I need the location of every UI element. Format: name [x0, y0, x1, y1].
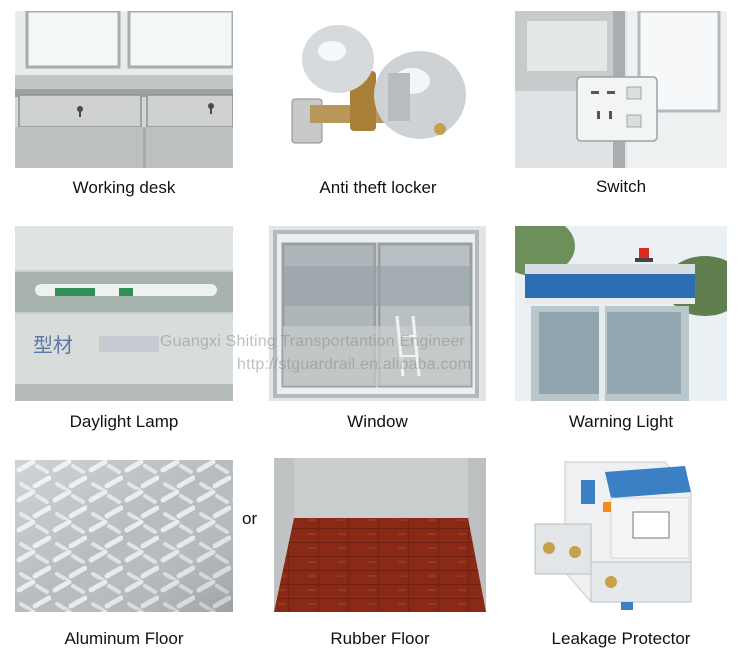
aluminum-tread-plate-photo: [15, 460, 233, 612]
caption-aluminum-floor: Aluminum Floor: [64, 629, 184, 648]
watermark-line1: Guangxi Shiting Transportantion Engineer: [160, 333, 466, 350]
or-separator: or: [242, 509, 258, 528]
watermark-line2: http://stguardrail.en.alibaba.com: [237, 356, 472, 373]
caption-working-desk: Working desk: [72, 178, 176, 197]
svg-text:型材: 型材: [33, 333, 73, 357]
caption-daylight-lamp: Daylight Lamp: [69, 412, 179, 431]
working-desk-photo: [15, 11, 233, 168]
caption-window: Window: [347, 412, 408, 431]
rubber-floor-photo: [274, 458, 486, 612]
door-lock-photo: [270, 11, 486, 168]
caption-warning-light: Warning Light: [568, 412, 674, 431]
caption-leakage-protector: Leakage Protector: [551, 629, 691, 648]
fluorescent-lamp-photo: 型材: [15, 226, 233, 401]
wall-socket-photo: [515, 11, 727, 168]
sliding-window-photo: [269, 226, 486, 401]
caption-switch: Switch: [595, 177, 647, 196]
caption-rubber-floor: Rubber Floor: [330, 629, 430, 648]
caption-anti-theft-locker: Anti theft locker: [319, 178, 437, 197]
booth-with-warning-light-photo: [515, 226, 727, 401]
leakage-protector-photo: [515, 452, 727, 616]
